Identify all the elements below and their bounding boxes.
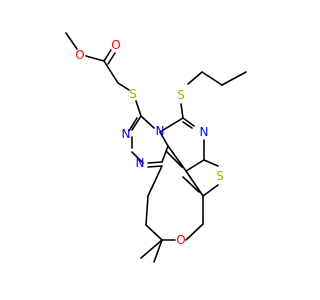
bond <box>85 55 105 62</box>
bond <box>107 52 116 65</box>
atom-label-oxygen-pyran: O <box>176 233 185 247</box>
bond <box>182 176 200 193</box>
bond <box>187 71 203 85</box>
bond <box>167 145 187 172</box>
bond <box>182 121 193 129</box>
atom-label-sulfur-right: S <box>177 88 185 102</box>
bond <box>202 184 219 197</box>
bond <box>135 100 142 117</box>
bond-lines <box>65 32 247 263</box>
bond <box>140 239 163 259</box>
bond <box>185 223 204 241</box>
bond <box>103 60 119 84</box>
bond <box>147 161 163 164</box>
atom-label-nitrogen-pyrimidine: N <box>200 125 209 139</box>
bond <box>161 145 169 163</box>
atom-label-nitrogen-triazole-top: N <box>156 124 165 138</box>
atom-label-sulfur-thiophene: S <box>216 169 224 183</box>
bond <box>145 224 163 241</box>
molecule-structure: O O S S N N N N S O <box>65 32 247 263</box>
bond <box>147 165 163 197</box>
atom-labels: O O S S N N N N S O <box>75 38 224 247</box>
bond <box>180 103 184 119</box>
atom-label-nitrogen-triazole-2: N <box>136 156 145 170</box>
atom-label-nitrogen-triazole-1: N <box>122 127 131 141</box>
atom-label-oxygen-ester: O <box>75 48 84 62</box>
bond <box>147 165 163 168</box>
bond <box>221 71 247 86</box>
bond <box>145 195 149 226</box>
bond <box>140 115 155 129</box>
bond <box>159 131 169 147</box>
bond <box>182 117 195 127</box>
bond <box>153 239 163 263</box>
bond <box>117 82 130 91</box>
atom-label-oxygen-carbonyl: O <box>111 38 120 52</box>
bond <box>203 159 219 167</box>
bond <box>103 49 112 62</box>
bond <box>165 150 183 168</box>
bond <box>185 170 204 197</box>
bond <box>128 117 138 132</box>
bond <box>131 151 144 164</box>
bond <box>201 71 223 86</box>
bond <box>159 117 184 133</box>
atom-label-sulfur-left: S <box>129 87 137 101</box>
bond <box>131 115 142 131</box>
bond <box>65 32 78 50</box>
bond <box>185 159 205 172</box>
